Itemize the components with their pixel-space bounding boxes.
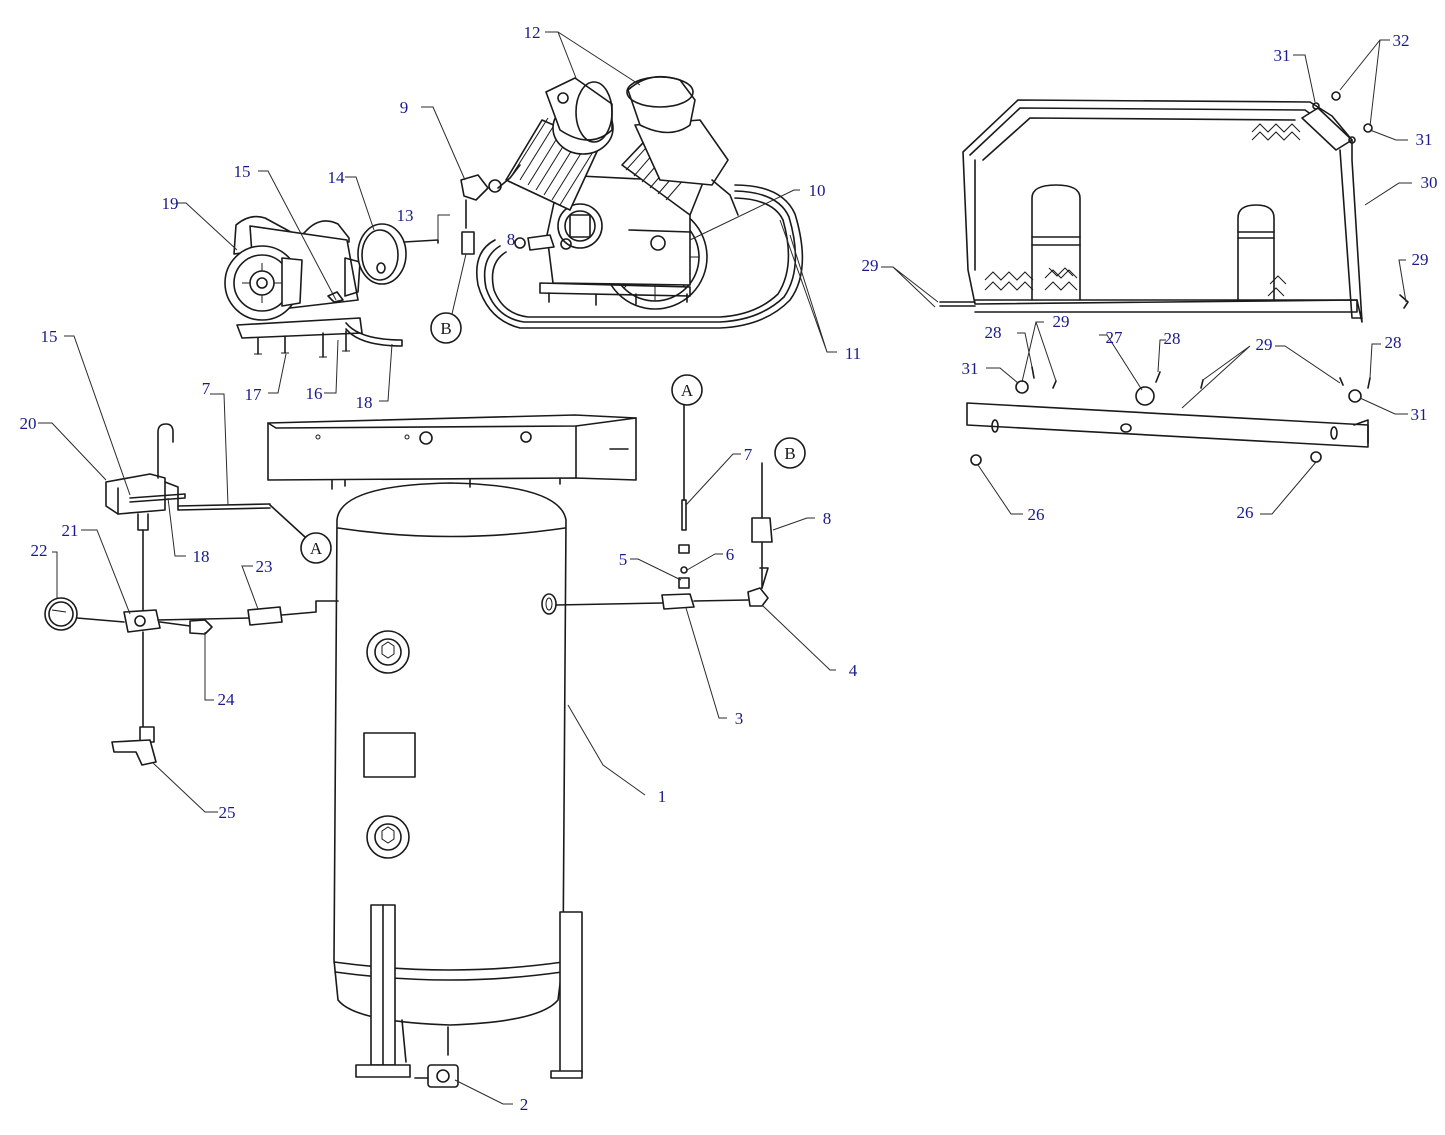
callout-20: 20 xyxy=(20,414,37,433)
callout-25: 25 xyxy=(219,803,236,822)
callout-8: 8 xyxy=(507,230,516,249)
pump-mounting-plate xyxy=(267,414,637,490)
callout-15: 15 xyxy=(234,162,251,181)
connector-a-top xyxy=(671,374,703,406)
callout-14: 14 xyxy=(328,168,346,187)
connector-b-label: B xyxy=(440,319,451,338)
callout-28: 28 xyxy=(1385,333,1402,352)
callout-9: 9 xyxy=(400,98,409,117)
left-piping xyxy=(44,423,339,766)
callout-12: 12 xyxy=(524,23,541,42)
connector-b-label: B xyxy=(784,444,795,463)
callout-28: 28 xyxy=(1164,329,1181,348)
callout-24: 24 xyxy=(218,690,236,709)
callout-31: 31 xyxy=(1416,130,1433,149)
callout-19: 19 xyxy=(162,194,179,213)
right-piping xyxy=(460,174,773,610)
callout-26: 26 xyxy=(1028,505,1045,524)
callout-30: 30 xyxy=(1421,173,1438,192)
callout-2: 2 xyxy=(520,1095,529,1114)
belt-guard xyxy=(939,91,1409,323)
callout-18: 18 xyxy=(356,393,373,412)
connector-a-left xyxy=(300,532,332,564)
callout-18: 18 xyxy=(193,547,210,566)
callout-21: 21 xyxy=(62,521,79,540)
callout-27: 27 xyxy=(1106,328,1124,347)
callout-31: 31 xyxy=(1274,46,1291,65)
callout-31: 31 xyxy=(1411,405,1428,424)
callout-7: 7 xyxy=(744,445,753,464)
callout-10: 10 xyxy=(809,181,826,200)
callout-8: 8 xyxy=(823,509,832,528)
callout-5: 5 xyxy=(619,550,628,569)
callout-labels: 1 2 3 4 5 6 7 7 8 8 9 10 11 12 13 14 15 … xyxy=(20,23,1438,1114)
callout-32: 32 xyxy=(1393,31,1410,50)
callout-29: 29 xyxy=(1053,312,1070,331)
callout-31: 31 xyxy=(962,359,979,378)
callout-29: 29 xyxy=(1256,335,1273,354)
callout-29: 29 xyxy=(1412,250,1429,269)
compressor-pump xyxy=(476,75,804,329)
callout-6: 6 xyxy=(726,545,735,564)
callout-1: 1 xyxy=(658,787,667,806)
callout-11: 11 xyxy=(845,344,861,363)
callout-28: 28 xyxy=(985,323,1002,342)
callout-3: 3 xyxy=(735,709,744,728)
callout-15: 15 xyxy=(41,327,58,346)
connector-a-label: A xyxy=(310,539,323,558)
callout-17: 17 xyxy=(245,385,263,404)
electric-motor xyxy=(224,215,439,358)
connector-b-left xyxy=(430,312,462,344)
connector-b-right xyxy=(774,437,806,469)
callout-16: 16 xyxy=(306,384,323,403)
callout-4: 4 xyxy=(849,661,858,680)
callout-26: 26 xyxy=(1237,503,1254,522)
air-tank xyxy=(333,482,583,1088)
connector-markers: A A B B xyxy=(300,253,806,564)
belt-guard-bracket xyxy=(966,366,1371,466)
callout-29: 29 xyxy=(862,256,879,275)
connector-a-label: A xyxy=(681,381,694,400)
callout-7: 7 xyxy=(202,379,211,398)
callout-23: 23 xyxy=(256,557,273,576)
leader-lines xyxy=(38,31,1412,1105)
callout-22: 22 xyxy=(31,541,48,560)
callout-13: 13 xyxy=(397,206,414,225)
